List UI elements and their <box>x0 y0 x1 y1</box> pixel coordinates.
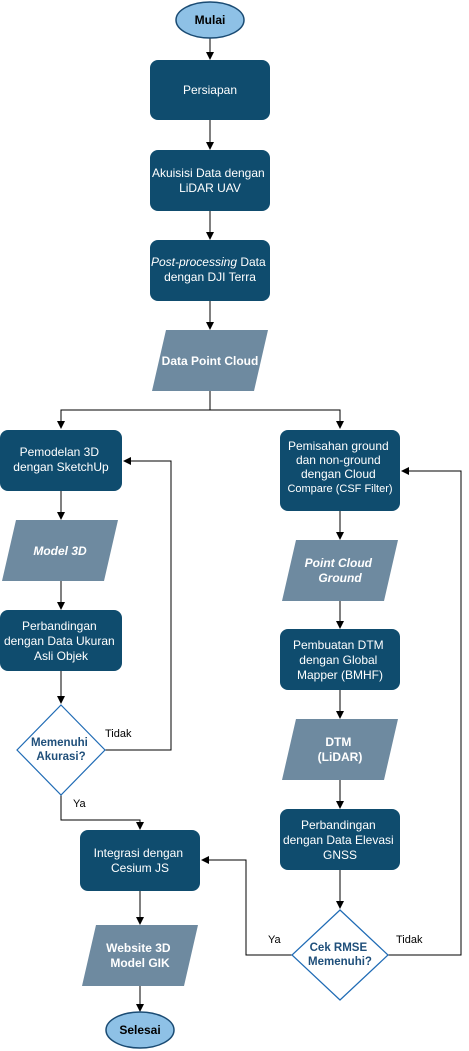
data-point-cloud: Data Point Cloud <box>152 330 268 391</box>
process-pembuatan-dtm: Pembuatan DTM dengan Global Mapper (BMHF… <box>280 629 400 690</box>
process-pemodelan: Pemodelan 3D dengan SketchUp <box>0 430 122 491</box>
svg-text:Point Cloud Ground: Point Cloud Ground <box>305 556 376 585</box>
svg-text:Akuisisi Data dengan LiD: Akuisisi Data dengan LiDAR UAV <box>152 166 268 195</box>
svg-text:Perbandingan dengan Data: Perbandingan dengan Data Ukuran Asli Obj… <box>4 619 118 663</box>
svg-text:Selesai: Selesai <box>119 1023 160 1037</box>
edge-label-right-no: Tidak <box>396 934 423 946</box>
svg-text:DTM (LiDAR): DTM (LiDAR) <box>318 735 363 764</box>
svg-text:Memenuhi Akurasi?: Memenuhi Akurasi? <box>31 737 91 763</box>
decision-memenuhi-akurasi: Memenuhi Akurasi? <box>16 704 106 796</box>
end-terminal: Selesai <box>105 1011 175 1049</box>
decision-cek-rmse: Cek RMSE Memenuhi? <box>291 909 389 1001</box>
svg-text:Pemodelan 3D dengan Sket: Pemodelan 3D dengan SketchUp <box>13 445 109 474</box>
svg-text:Pembuatan DTM dengan Glo: Pembuatan DTM dengan Global Mapper (BMHF… <box>293 638 387 682</box>
process-postprocessing: Post-processing Data dengan DJI Terra <box>150 240 270 301</box>
data-model-3d: Model 3D <box>2 520 118 581</box>
svg-text:Integrasi dengan Cesium: Integrasi dengan Cesium JS <box>94 846 187 875</box>
connectors <box>57 38 462 1012</box>
arrow-pointcloud-right <box>210 409 344 429</box>
svg-text:Mulai: Mulai <box>195 13 226 27</box>
data-point-cloud-ground: Point Cloud Ground <box>282 540 398 601</box>
svg-text:Website 3D Model GIK: Website 3D Model GIK <box>106 941 174 970</box>
arrow-memenuhi-ya <box>60 795 144 830</box>
process-pemisahan: Pemisahan ground dan non-ground dengan C… <box>280 430 400 511</box>
svg-text:Cek RMSE Memenuhi?: Cek RMSE Memenuhi? <box>308 942 372 968</box>
edge-label-right-yes: Ya <box>268 934 282 946</box>
svg-text:Pemisahan ground dan non: Pemisahan ground dan non-ground dengan C… <box>287 439 392 495</box>
svg-text:Post-processing Data den: Post-processing Data dengan DJI Terra <box>151 255 269 284</box>
process-persiapan: Persiapan <box>150 60 270 120</box>
process-akuisisi: Akuisisi Data dengan LiDAR UAV <box>150 150 270 211</box>
arrow-memenuhi-tidak <box>105 457 172 751</box>
process-integrasi: Integrasi dengan Cesium JS <box>80 830 200 891</box>
process-perbandingan-elevasi: Perbandingan dengan Data Elevasi GNSS <box>280 809 400 870</box>
svg-text:Persiapan: Persiapan <box>183 83 237 97</box>
arrow-cek-tidak <box>388 467 462 956</box>
edge-label-left-yes: Ya <box>73 798 87 810</box>
start-terminal: Mulai <box>175 1 245 39</box>
arrow-cek-ya <box>201 856 292 956</box>
svg-text:Data Point Cloud: Data Point Cloud <box>162 354 259 368</box>
process-perbandingan-ukuran: Perbandingan dengan Data Ukuran Asli Obj… <box>0 610 122 671</box>
data-dtm-lidar: DTM (LiDAR) <box>282 719 398 780</box>
svg-text:Model 3D: Model 3D <box>33 544 87 558</box>
edge-label-left-no: Tidak <box>105 728 132 740</box>
arrow-pointcloud-split <box>57 391 211 429</box>
svg-text:Perbandingan dengan Data: Perbandingan dengan Data Elevasi GNSS <box>283 818 397 862</box>
data-website: Website 3D Model GIK <box>82 925 198 986</box>
